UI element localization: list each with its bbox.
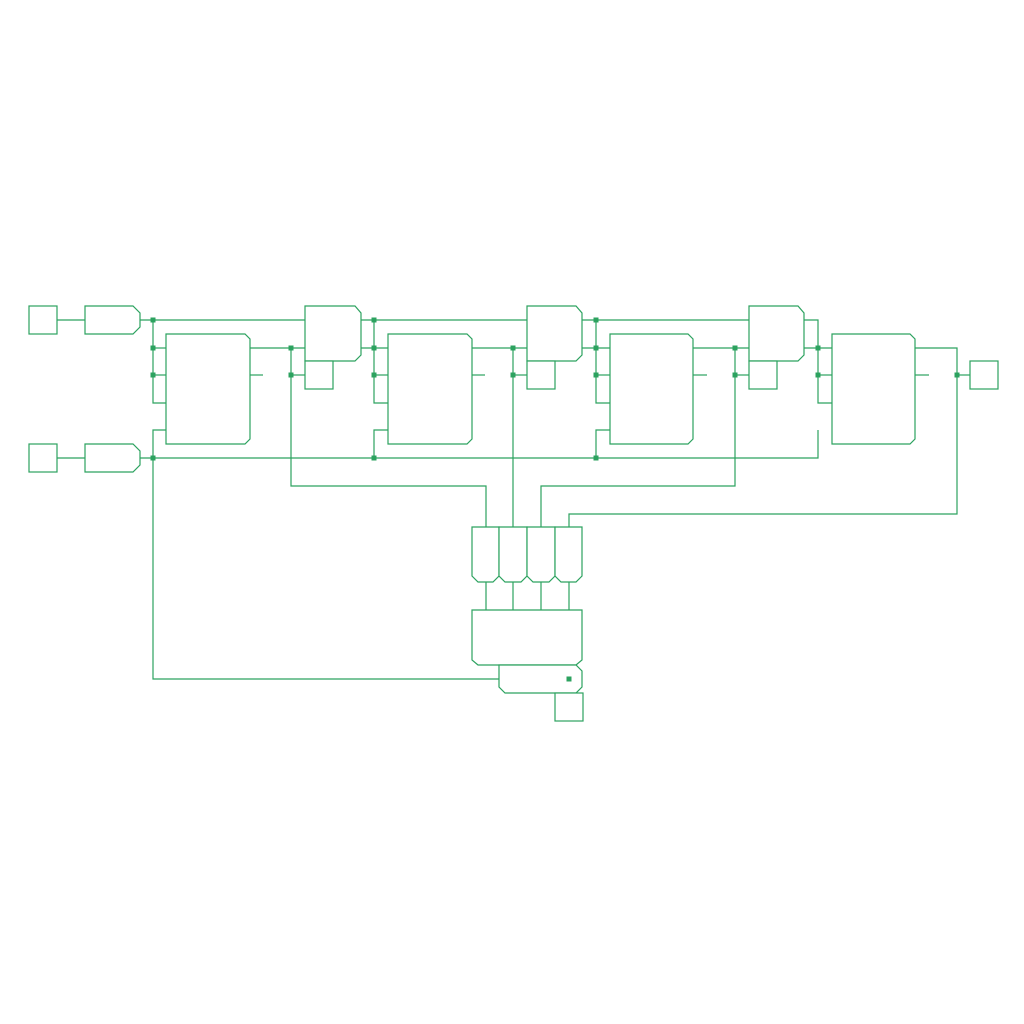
- junctions: [150, 317, 960, 682]
- junction: [732, 372, 738, 378]
- junction: [510, 345, 516, 351]
- flip-flop-1: [165, 333, 251, 445]
- input-buffer-1: [84, 305, 141, 335]
- and-gate-1: [304, 305, 362, 362]
- junction: [371, 317, 377, 323]
- input-pin-2[interactable]: [28, 443, 58, 473]
- bus-gate-3: [526, 526, 556, 583]
- junction: [593, 345, 599, 351]
- junction: [371, 455, 377, 461]
- junction: [371, 372, 377, 378]
- bus-gate-4: [554, 526, 583, 583]
- junction: [371, 345, 377, 351]
- wire-stage-2-rail: [373, 320, 388, 404]
- bus-gate-2: [498, 526, 528, 583]
- junction: [593, 455, 599, 461]
- junction: [732, 345, 738, 351]
- junction: [593, 372, 599, 378]
- wire-stage-2-clock: [373, 429, 388, 458]
- wire-stage-3-clock: [595, 429, 610, 458]
- wire-stage-1-clock: [152, 429, 166, 458]
- junction: [815, 345, 821, 351]
- and-gate-2: [526, 305, 583, 362]
- junction: [566, 676, 572, 682]
- wire-stage-3-rail: [595, 320, 610, 404]
- wire-stage-1-rail: [152, 320, 166, 404]
- probe-3: [748, 360, 778, 390]
- final-gate: [498, 664, 583, 694]
- junction: [150, 317, 156, 323]
- junction: [954, 372, 960, 378]
- junction: [815, 372, 821, 378]
- wire-stage-4-rail: [817, 334, 832, 404]
- wire-stage-3-tap: [540, 348, 736, 527]
- flip-flop-3: [609, 333, 694, 445]
- bus-gate-1: [471, 526, 500, 583]
- wire-bus-top: [140, 319, 819, 334]
- junction: [150, 345, 156, 351]
- output-pin-serial: [969, 360, 999, 390]
- input-pin-1[interactable]: [28, 305, 58, 335]
- junction: [150, 455, 156, 461]
- probe-2: [526, 360, 556, 390]
- and-gate-3: [748, 305, 805, 362]
- input-buffer-2: [84, 443, 141, 473]
- wire-stage-4-out-q: [568, 347, 958, 527]
- junction: [150, 372, 156, 378]
- probe-1: [304, 360, 334, 390]
- junction: [288, 372, 294, 378]
- wire-return-clock: [152, 458, 499, 680]
- junction: [288, 345, 294, 351]
- flip-flop-4: [831, 333, 916, 445]
- output-pin-bottom: [554, 692, 584, 722]
- junction: [510, 372, 516, 378]
- flip-flop-2: [387, 333, 473, 445]
- wire-bus-bottom: [140, 430, 819, 459]
- wire-stage-1-tap: [290, 348, 487, 527]
- combiner-block: [471, 609, 583, 666]
- junction: [593, 317, 599, 323]
